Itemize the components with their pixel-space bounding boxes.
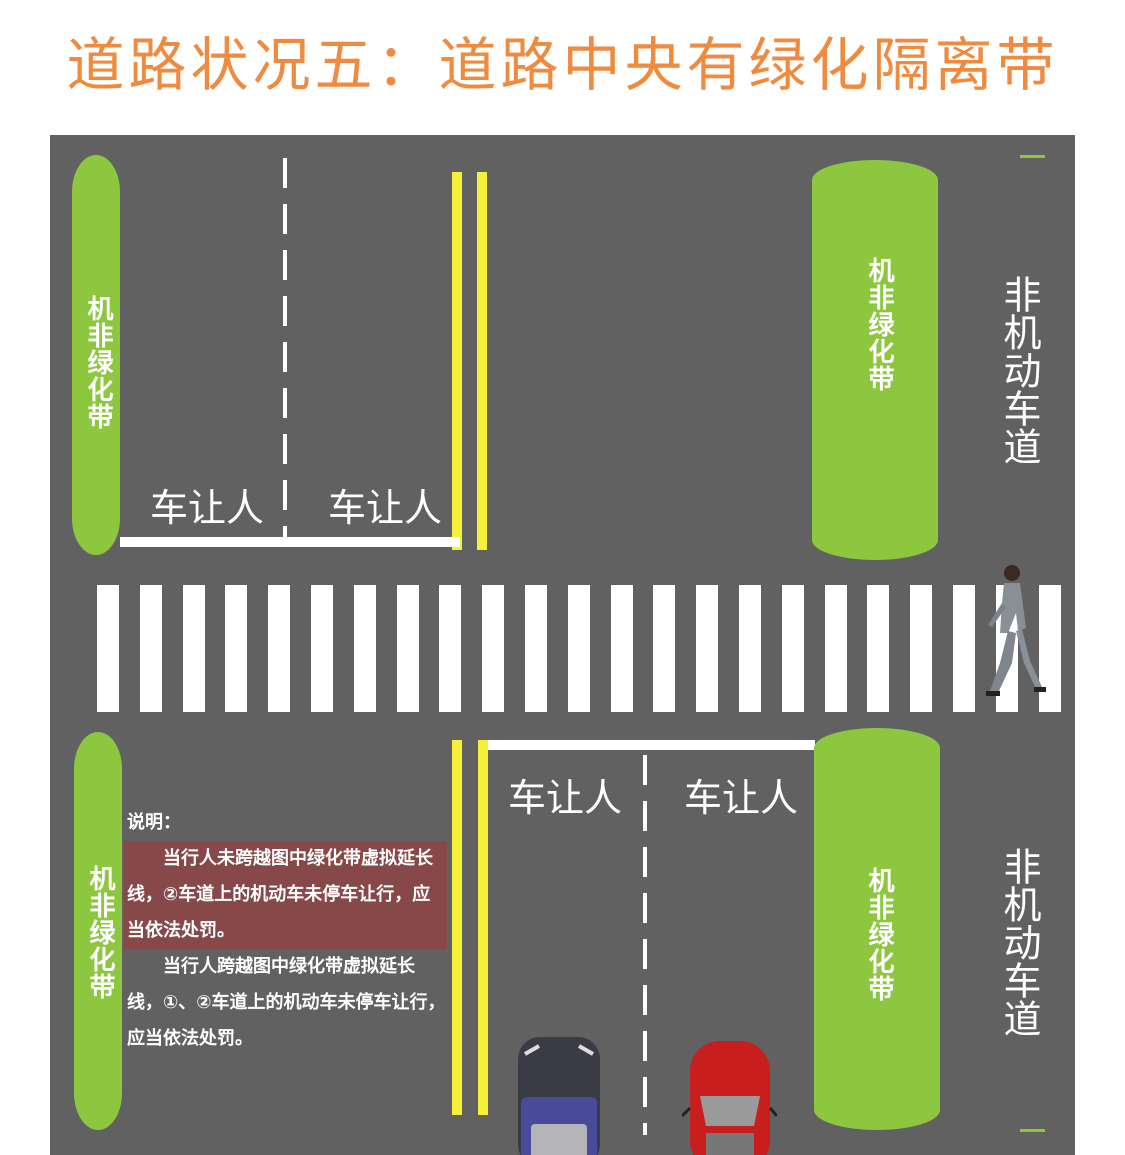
crosswalk-stripe (824, 585, 847, 712)
green-belt-top-left (72, 155, 120, 555)
crosswalk-stripe (739, 585, 761, 712)
yield-label: 车让人 (328, 486, 443, 530)
green-belt-bottom-left (74, 732, 122, 1130)
yield-label: 车让人 (150, 486, 265, 530)
note-highlighted-paragraph: 当行人未跨越图中绿化带虚拟延长线，②车道上的机动车未停车让行，应当依法处罚。 (124, 841, 447, 949)
green-mark (1020, 155, 1045, 158)
crosswalk-stripe (225, 585, 248, 712)
yield-label: 车让人 (508, 776, 623, 820)
explanation-note: 说明： 当行人未跨越图中绿化带虚拟延长线，②车道上的机动车未停车让行，应当依法处… (124, 805, 447, 1057)
crosswalk-stripe (525, 585, 547, 712)
page-title: 道路状况五：道路中央有绿化隔离带 (66, 31, 1059, 99)
crosswalk-stripe (1038, 585, 1061, 712)
yellow-line (478, 740, 488, 1115)
crosswalk-stripe (182, 585, 205, 712)
crosswalk-stripe (867, 585, 890, 712)
green-belt-top-right (812, 160, 938, 560)
yellow-line (452, 740, 462, 1115)
bike-lane-label: 非机动车道 (997, 847, 1041, 1037)
yield-label: 车让人 (684, 776, 799, 820)
road-diagram: 机非绿化带 车让人 车让人 机非绿化带 非机动车道 机非绿化带 说明： 当行人未… (50, 135, 1075, 1155)
crosswalk-stripe (567, 585, 590, 712)
note-heading: 说明： (127, 812, 181, 833)
yellow-line (452, 172, 462, 550)
crosswalk-stripe (353, 585, 376, 712)
crosswalk-stripe (953, 585, 975, 712)
bike-lane-label: 非机动车道 (997, 275, 1041, 465)
green-belt-label: 机非绿化带 (864, 867, 894, 1002)
lane-divider (283, 158, 287, 538)
pedestrian-icon (986, 565, 1046, 696)
yellow-line (477, 172, 487, 550)
crosswalk-stripe (97, 585, 119, 712)
crosswalk-stripe (268, 585, 291, 712)
crosswalk-stripe (311, 585, 333, 712)
crosswalk-stripe (139, 585, 162, 712)
note-paragraph: 当行人跨越图中绿化带虚拟延长线，①、②车道上的机动车未停车让行，应当依法处罚。 (127, 956, 446, 1049)
crosswalk-stripe (610, 585, 633, 712)
lane-divider (643, 755, 647, 1135)
crosswalk-stripe (439, 585, 462, 712)
red-car-icon (682, 1041, 777, 1155)
blue-car-icon (518, 1037, 600, 1155)
green-belt-bottom-right (814, 728, 940, 1130)
crosswalk-stripe (696, 585, 719, 712)
green-belt-label: 机非绿化带 (83, 295, 113, 430)
crosswalk-stripe (482, 585, 505, 712)
crosswalk-stripe (653, 585, 676, 712)
green-belt-label: 机非绿化带 (85, 865, 115, 1000)
crosswalk-stripe (910, 585, 933, 712)
stop-line (488, 740, 815, 750)
crosswalk-stripe (781, 585, 804, 712)
green-mark (1020, 1129, 1045, 1132)
crosswalk-stripe (396, 585, 419, 712)
stop-line (120, 537, 460, 547)
green-belt-label: 机非绿化带 (864, 257, 894, 392)
